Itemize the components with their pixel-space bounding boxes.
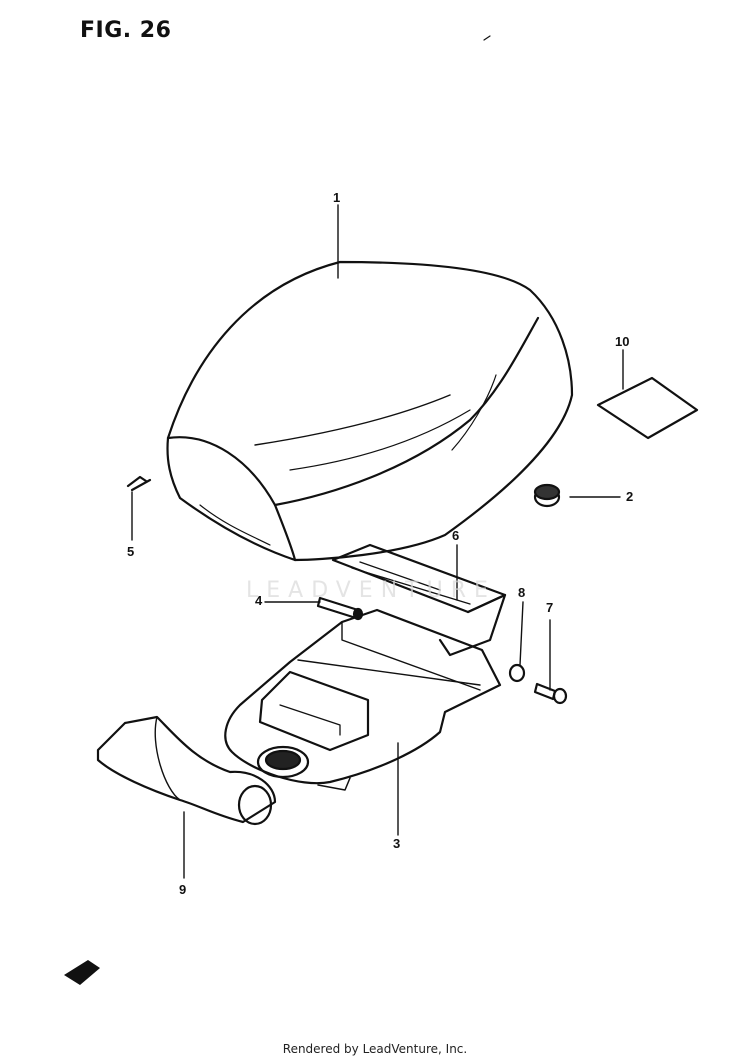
callout-7: 7 [546,600,554,615]
cover-part [96,715,277,826]
footer-credit: Rendered by LeadVenture, Inc. [282,1042,468,1056]
callout-5: 5 [127,544,135,559]
hinge-clip-part [126,475,152,492]
label-sticker-part [596,376,699,440]
callout-2: 2 [626,489,634,504]
callout-9: 9 [179,882,187,897]
callout-1: 1 [333,190,341,205]
seat-part [166,260,574,562]
hinge-bracket-part [331,543,507,657]
watermark: LEADVENTURE [246,578,496,603]
callout-4: 4 [255,593,263,608]
figure-title: FIG. 26 [80,18,172,43]
bolt-part [533,682,568,705]
seat-tray-part [224,608,502,791]
callout-10: 10 [615,334,630,349]
callout-6: 6 [452,528,460,543]
callout-3: 3 [393,836,401,851]
grommet-part [533,483,561,508]
nut-part [508,663,526,683]
callout-8: 8 [518,585,526,600]
